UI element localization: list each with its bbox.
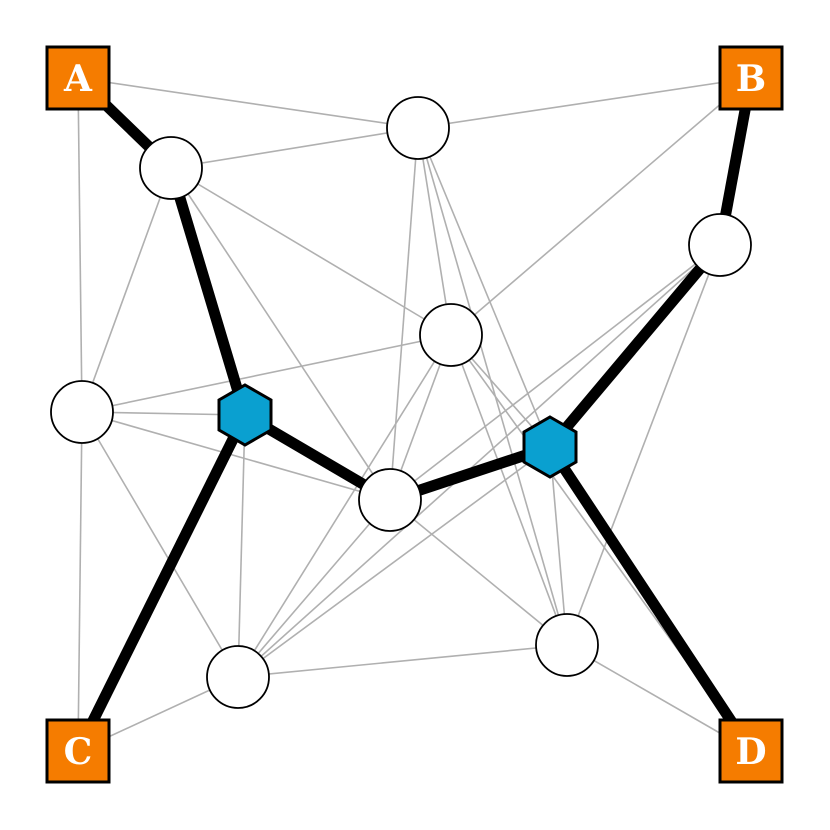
tree-edge-S2-n5 — [545, 241, 725, 451]
edge-n6-n7 — [237, 499, 391, 678]
edge-n6-n8 — [389, 499, 568, 646]
terminal-D: D — [718, 718, 784, 784]
graph-node-n6 — [358, 468, 422, 532]
terminal-label: A — [63, 58, 93, 100]
terminal-label: B — [736, 58, 766, 100]
edge-n5-n6 — [389, 244, 721, 501]
terminal-A: A — [45, 45, 111, 111]
graph-node-n4 — [50, 380, 114, 444]
edge-A-n4 — [77, 77, 83, 413]
steiner-point-S1 — [217, 383, 273, 447]
graph-node-n5 — [688, 213, 752, 277]
terminal-box — [718, 45, 784, 111]
edge-n7-S1 — [237, 414, 246, 678]
graph-node-n3 — [419, 303, 483, 367]
graph-node-n1 — [139, 136, 203, 200]
nodes-layer: A B C D — [45, 45, 784, 784]
edge-n4-n7 — [81, 411, 239, 678]
graph-node-n7 — [206, 645, 270, 709]
edge-n2-n6 — [389, 127, 419, 501]
terminal-box — [45, 45, 111, 111]
graph-node-n8 — [535, 613, 599, 677]
edge-B-n3 — [450, 77, 752, 336]
tree-edge-S1-C — [73, 412, 250, 754]
edge-n3-n7 — [237, 334, 452, 678]
terminal-box — [45, 718, 111, 784]
edge-A-n2 — [77, 77, 419, 129]
edge-n1-n4 — [81, 167, 172, 413]
edge-n4-n6 — [81, 411, 391, 501]
edge-n7-S2 — [237, 446, 551, 678]
edge-n5-n8 — [566, 244, 721, 646]
tree-edge-n1-S1 — [165, 166, 251, 417]
edge-n3-n4 — [81, 334, 452, 413]
tree-edge-S2-D — [545, 443, 756, 755]
terminal-label: C — [64, 731, 93, 773]
edge-n5-n7 — [237, 244, 721, 678]
edge-C-n4 — [77, 411, 83, 752]
edge-n7-n8 — [237, 644, 568, 678]
terminal-C: C — [45, 718, 111, 784]
terminal-label: D — [735, 731, 766, 773]
graph-node-n2 — [386, 96, 450, 160]
edge-n2-n3 — [417, 127, 452, 336]
edge-S2-n8 — [549, 446, 568, 646]
edge-B-n2 — [417, 77, 752, 129]
edge-n2-n8 — [417, 127, 568, 646]
terminal-B: B — [718, 45, 784, 111]
terminal-box — [718, 718, 784, 784]
edge-n1-n2 — [170, 127, 419, 169]
steiner-point-S2 — [522, 415, 578, 479]
edge-n1-n6 — [170, 167, 391, 501]
edge-n2-S2 — [417, 127, 551, 448]
edge-n3-n8 — [450, 334, 568, 646]
